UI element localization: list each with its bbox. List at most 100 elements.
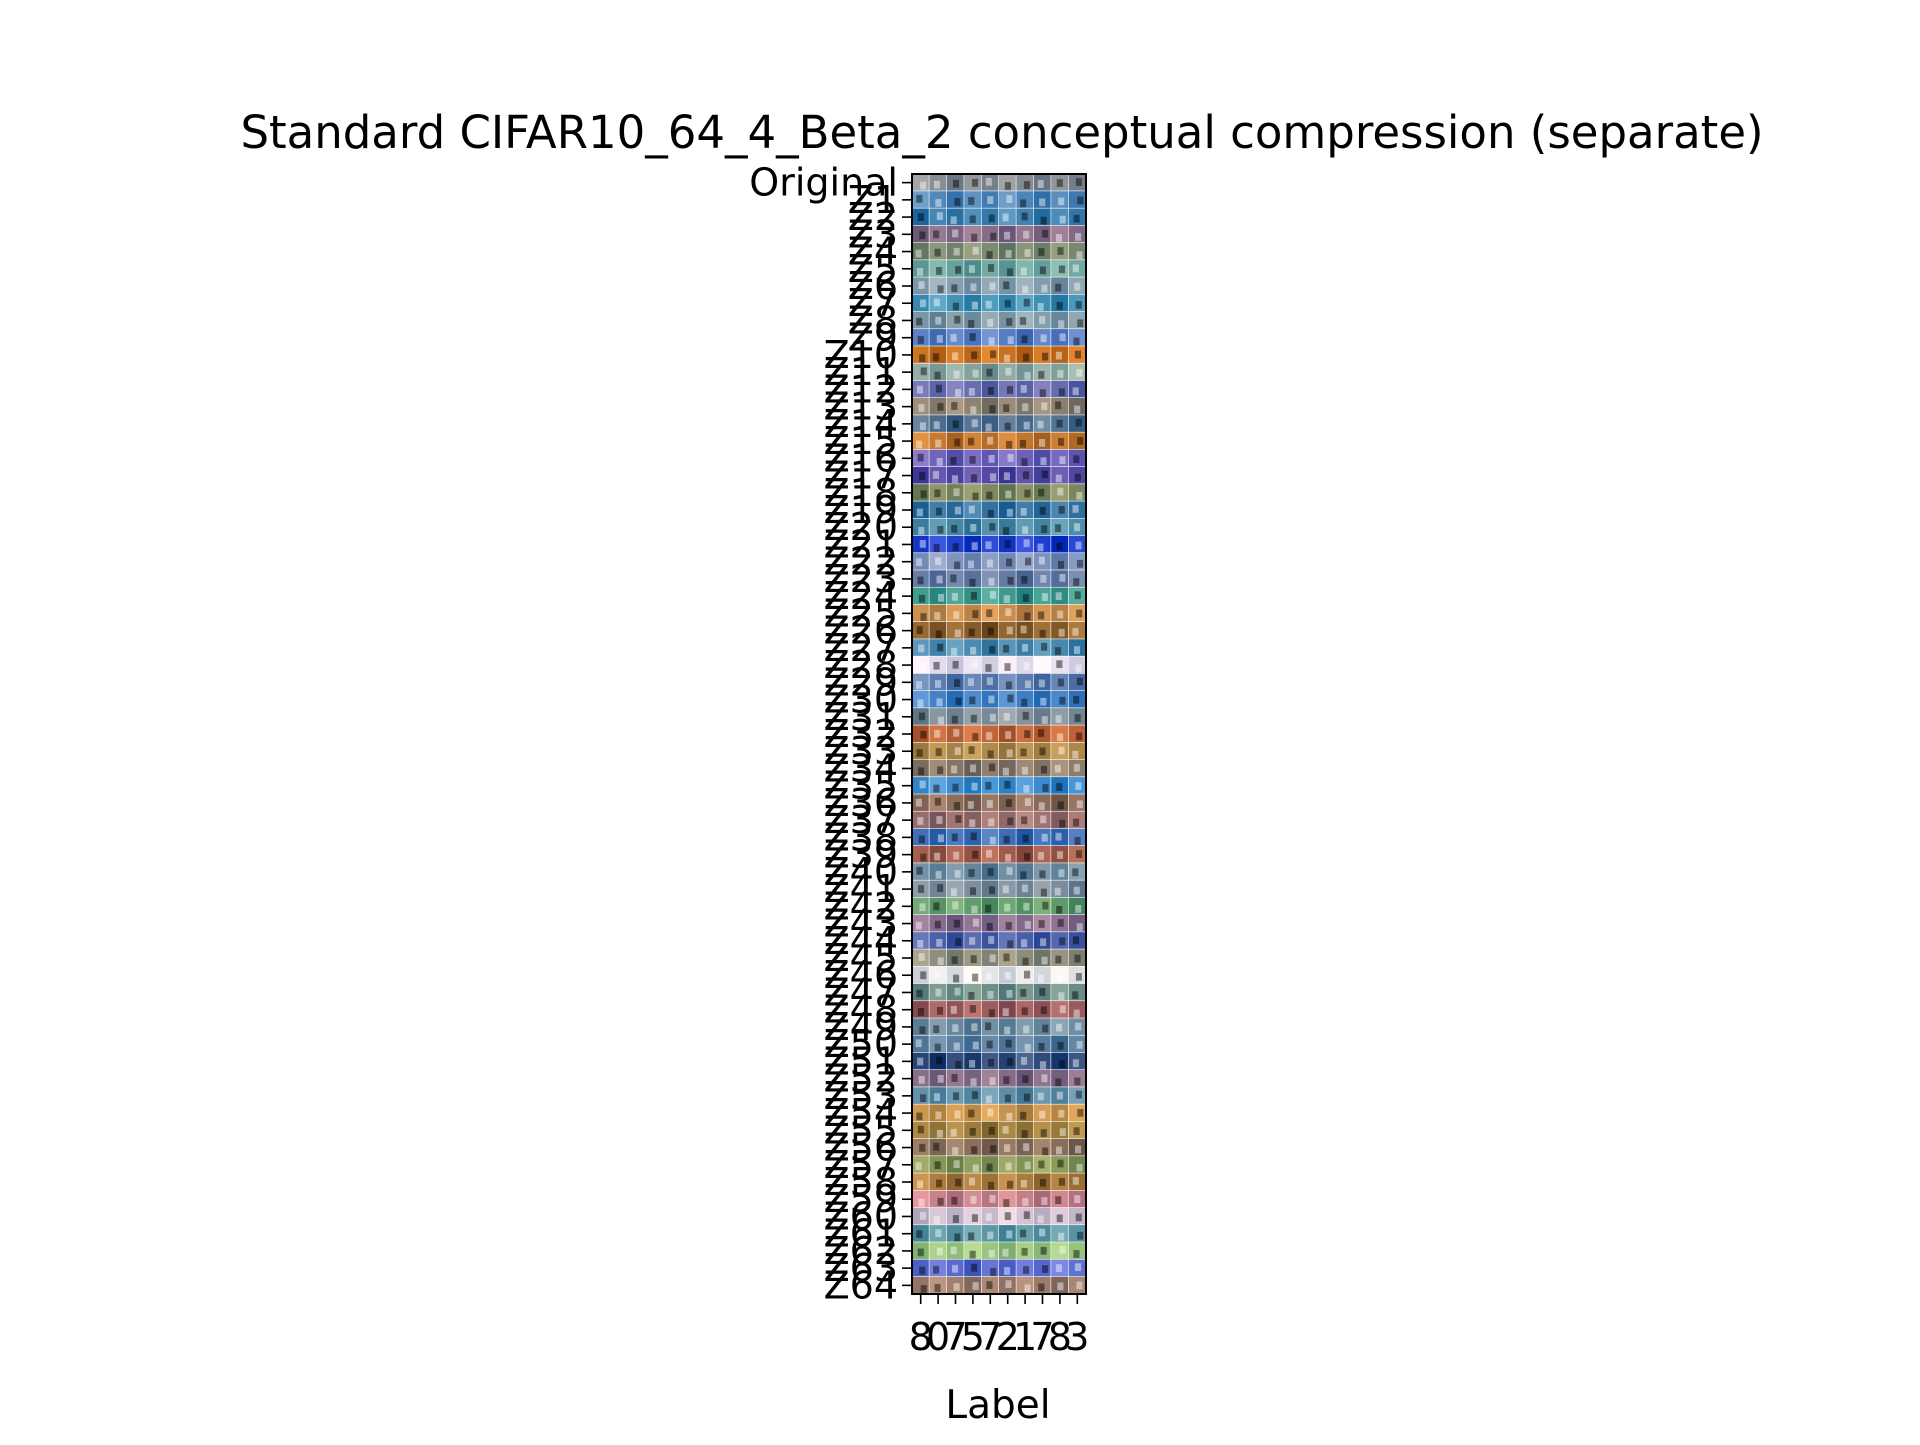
thumbnail-detail xyxy=(1072,505,1079,513)
thumbnail-cell xyxy=(1016,897,1034,915)
thumbnail-detail xyxy=(972,369,979,378)
thumbnail-detail xyxy=(1058,1177,1066,1186)
thumbnail-cell xyxy=(1051,449,1068,467)
thumbnail-detail xyxy=(933,230,940,239)
y-tick-label: Z11 xyxy=(824,350,898,394)
thumbnail-detail xyxy=(1055,1264,1062,1272)
thumbnail-cell xyxy=(964,1018,981,1035)
thumbnail-detail xyxy=(1005,490,1012,499)
thumbnail-cell xyxy=(929,242,947,260)
thumbnail-cell xyxy=(1016,1121,1034,1139)
thumbnail-cell xyxy=(912,242,929,260)
thumbnail-cell xyxy=(1051,656,1068,674)
thumbnail-cell xyxy=(964,725,981,743)
x-tick-label: 1 xyxy=(1013,1315,1037,1359)
thumbnail-cell xyxy=(999,1121,1016,1139)
thumbnail-cell xyxy=(929,346,947,363)
x-tick-label: 8 xyxy=(1048,1315,1072,1359)
thumbnail-cell xyxy=(1068,346,1086,363)
thumbnail-detail xyxy=(953,802,961,810)
thumbnail-cell xyxy=(1068,604,1086,622)
thumbnail-cell xyxy=(1068,518,1086,536)
thumbnail-detail xyxy=(918,644,925,653)
thumbnail-detail xyxy=(917,699,924,708)
thumbnail-detail xyxy=(936,212,943,220)
thumbnail-cell xyxy=(1033,966,1051,984)
thumbnail-detail xyxy=(1006,558,1013,567)
thumbnail-detail xyxy=(1003,404,1010,413)
thumbnail-detail xyxy=(937,1197,944,1206)
thumbnail-detail xyxy=(1076,923,1083,932)
thumbnail-cell xyxy=(912,1225,929,1242)
thumbnail-detail xyxy=(1021,458,1028,467)
x-tick-label: 7 xyxy=(943,1315,967,1359)
thumbnail-detail xyxy=(1020,1111,1027,1120)
thumbnail-cell xyxy=(946,932,964,949)
thumbnail-cell xyxy=(929,708,947,725)
thumbnail-detail xyxy=(1074,1077,1081,1086)
thumbnail-cell xyxy=(929,880,947,898)
thumbnail-detail xyxy=(986,732,993,740)
thumbnail-cell xyxy=(946,828,964,846)
thumbnail-detail xyxy=(937,285,944,294)
thumbnail-cell xyxy=(964,759,981,777)
thumbnail-detail xyxy=(1037,1215,1044,1224)
thumbnail-detail xyxy=(952,1147,959,1155)
thumbnail-detail xyxy=(1059,1128,1066,1136)
thumbnail-detail xyxy=(936,698,943,707)
thumbnail-detail xyxy=(1022,285,1029,294)
y-tick-label: Z64 xyxy=(824,1263,898,1307)
thumbnail-detail xyxy=(987,990,994,999)
thumbnail-cell xyxy=(999,794,1016,811)
thumbnail-cell xyxy=(929,1052,947,1070)
thumbnail-detail xyxy=(1041,525,1048,534)
thumbnail-detail xyxy=(934,852,941,861)
thumbnail-detail xyxy=(1072,936,1080,945)
y-tick-label: Z38 xyxy=(824,815,898,859)
thumbnail-detail xyxy=(1039,316,1046,324)
thumbnail-detail xyxy=(917,1057,924,1066)
thumbnail-cell xyxy=(912,932,929,949)
thumbnail-cell xyxy=(999,604,1016,622)
thumbnail-cell xyxy=(999,553,1016,570)
thumbnail-detail xyxy=(989,282,996,291)
thumbnail-detail xyxy=(1038,1042,1045,1051)
thumbnail-cell xyxy=(929,673,947,691)
thumbnail-detail xyxy=(1054,764,1061,773)
thumbnail-detail xyxy=(915,681,923,689)
thumbnail-detail xyxy=(1020,1057,1028,1065)
thumbnail-cell xyxy=(1016,329,1034,346)
thumbnail-detail xyxy=(967,801,974,809)
thumbnail-detail xyxy=(1058,388,1065,397)
thumbnail-cell xyxy=(1033,501,1051,519)
thumbnail-detail xyxy=(1076,559,1084,568)
thumbnail-detail xyxy=(1024,1284,1031,1293)
thumbnail-cell xyxy=(929,1138,947,1156)
thumbnail-cell xyxy=(1051,208,1068,226)
thumbnail-cell xyxy=(929,794,947,811)
thumbnail-detail xyxy=(936,457,943,466)
thumbnail-detail xyxy=(1041,716,1048,724)
thumbnail-detail xyxy=(933,544,940,552)
thumbnail-cell xyxy=(964,949,981,967)
thumbnail-detail xyxy=(950,216,957,225)
thumbnail-detail xyxy=(970,832,977,841)
x-tick-label: 2 xyxy=(996,1315,1020,1359)
thumbnail-detail xyxy=(919,1266,926,1275)
thumbnail-detail xyxy=(936,939,943,947)
thumbnail-detail xyxy=(1002,1125,1009,1134)
thumbnail-detail xyxy=(950,1128,957,1137)
thumbnail-detail xyxy=(919,422,926,431)
thumbnail-detail xyxy=(988,337,995,346)
thumbnail-cell xyxy=(964,553,981,570)
thumbnail-cell xyxy=(1068,1052,1086,1070)
thumbnail-cell xyxy=(1051,242,1068,260)
thumbnail-cell xyxy=(999,1138,1016,1156)
thumbnail-cell xyxy=(999,501,1016,519)
thumbnail-cell xyxy=(1068,828,1086,846)
thumbnail-cell xyxy=(946,1121,964,1139)
thumbnail-detail xyxy=(955,697,962,706)
thumbnail-cell xyxy=(946,191,964,208)
thumbnail-cell xyxy=(1068,501,1086,519)
